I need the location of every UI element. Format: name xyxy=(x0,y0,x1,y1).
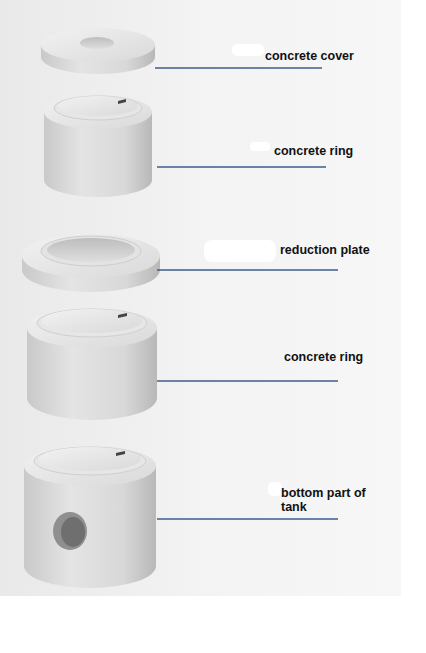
blank-patch xyxy=(268,482,282,496)
concrete-ring xyxy=(44,95,152,197)
leader-line xyxy=(157,269,338,271)
leader-line xyxy=(157,166,326,168)
tank-bottom xyxy=(24,446,156,588)
part-label: concrete cover xyxy=(265,49,354,63)
part-label: bottom part of tank xyxy=(281,486,371,514)
leader-line xyxy=(157,380,338,382)
blank-patch xyxy=(204,240,276,262)
leader-line xyxy=(157,518,338,520)
part-label: reduction plate xyxy=(280,243,370,257)
part-label: concrete ring xyxy=(284,350,363,364)
leader-lines xyxy=(155,68,338,519)
background-panel xyxy=(0,0,401,596)
leader-line xyxy=(155,67,322,69)
reduction-plate xyxy=(22,234,160,292)
blank-patch xyxy=(250,142,270,151)
concrete-cover xyxy=(41,28,155,74)
concrete-ring xyxy=(27,308,157,420)
blank-patch xyxy=(232,44,264,56)
part-label: concrete ring xyxy=(274,144,353,158)
